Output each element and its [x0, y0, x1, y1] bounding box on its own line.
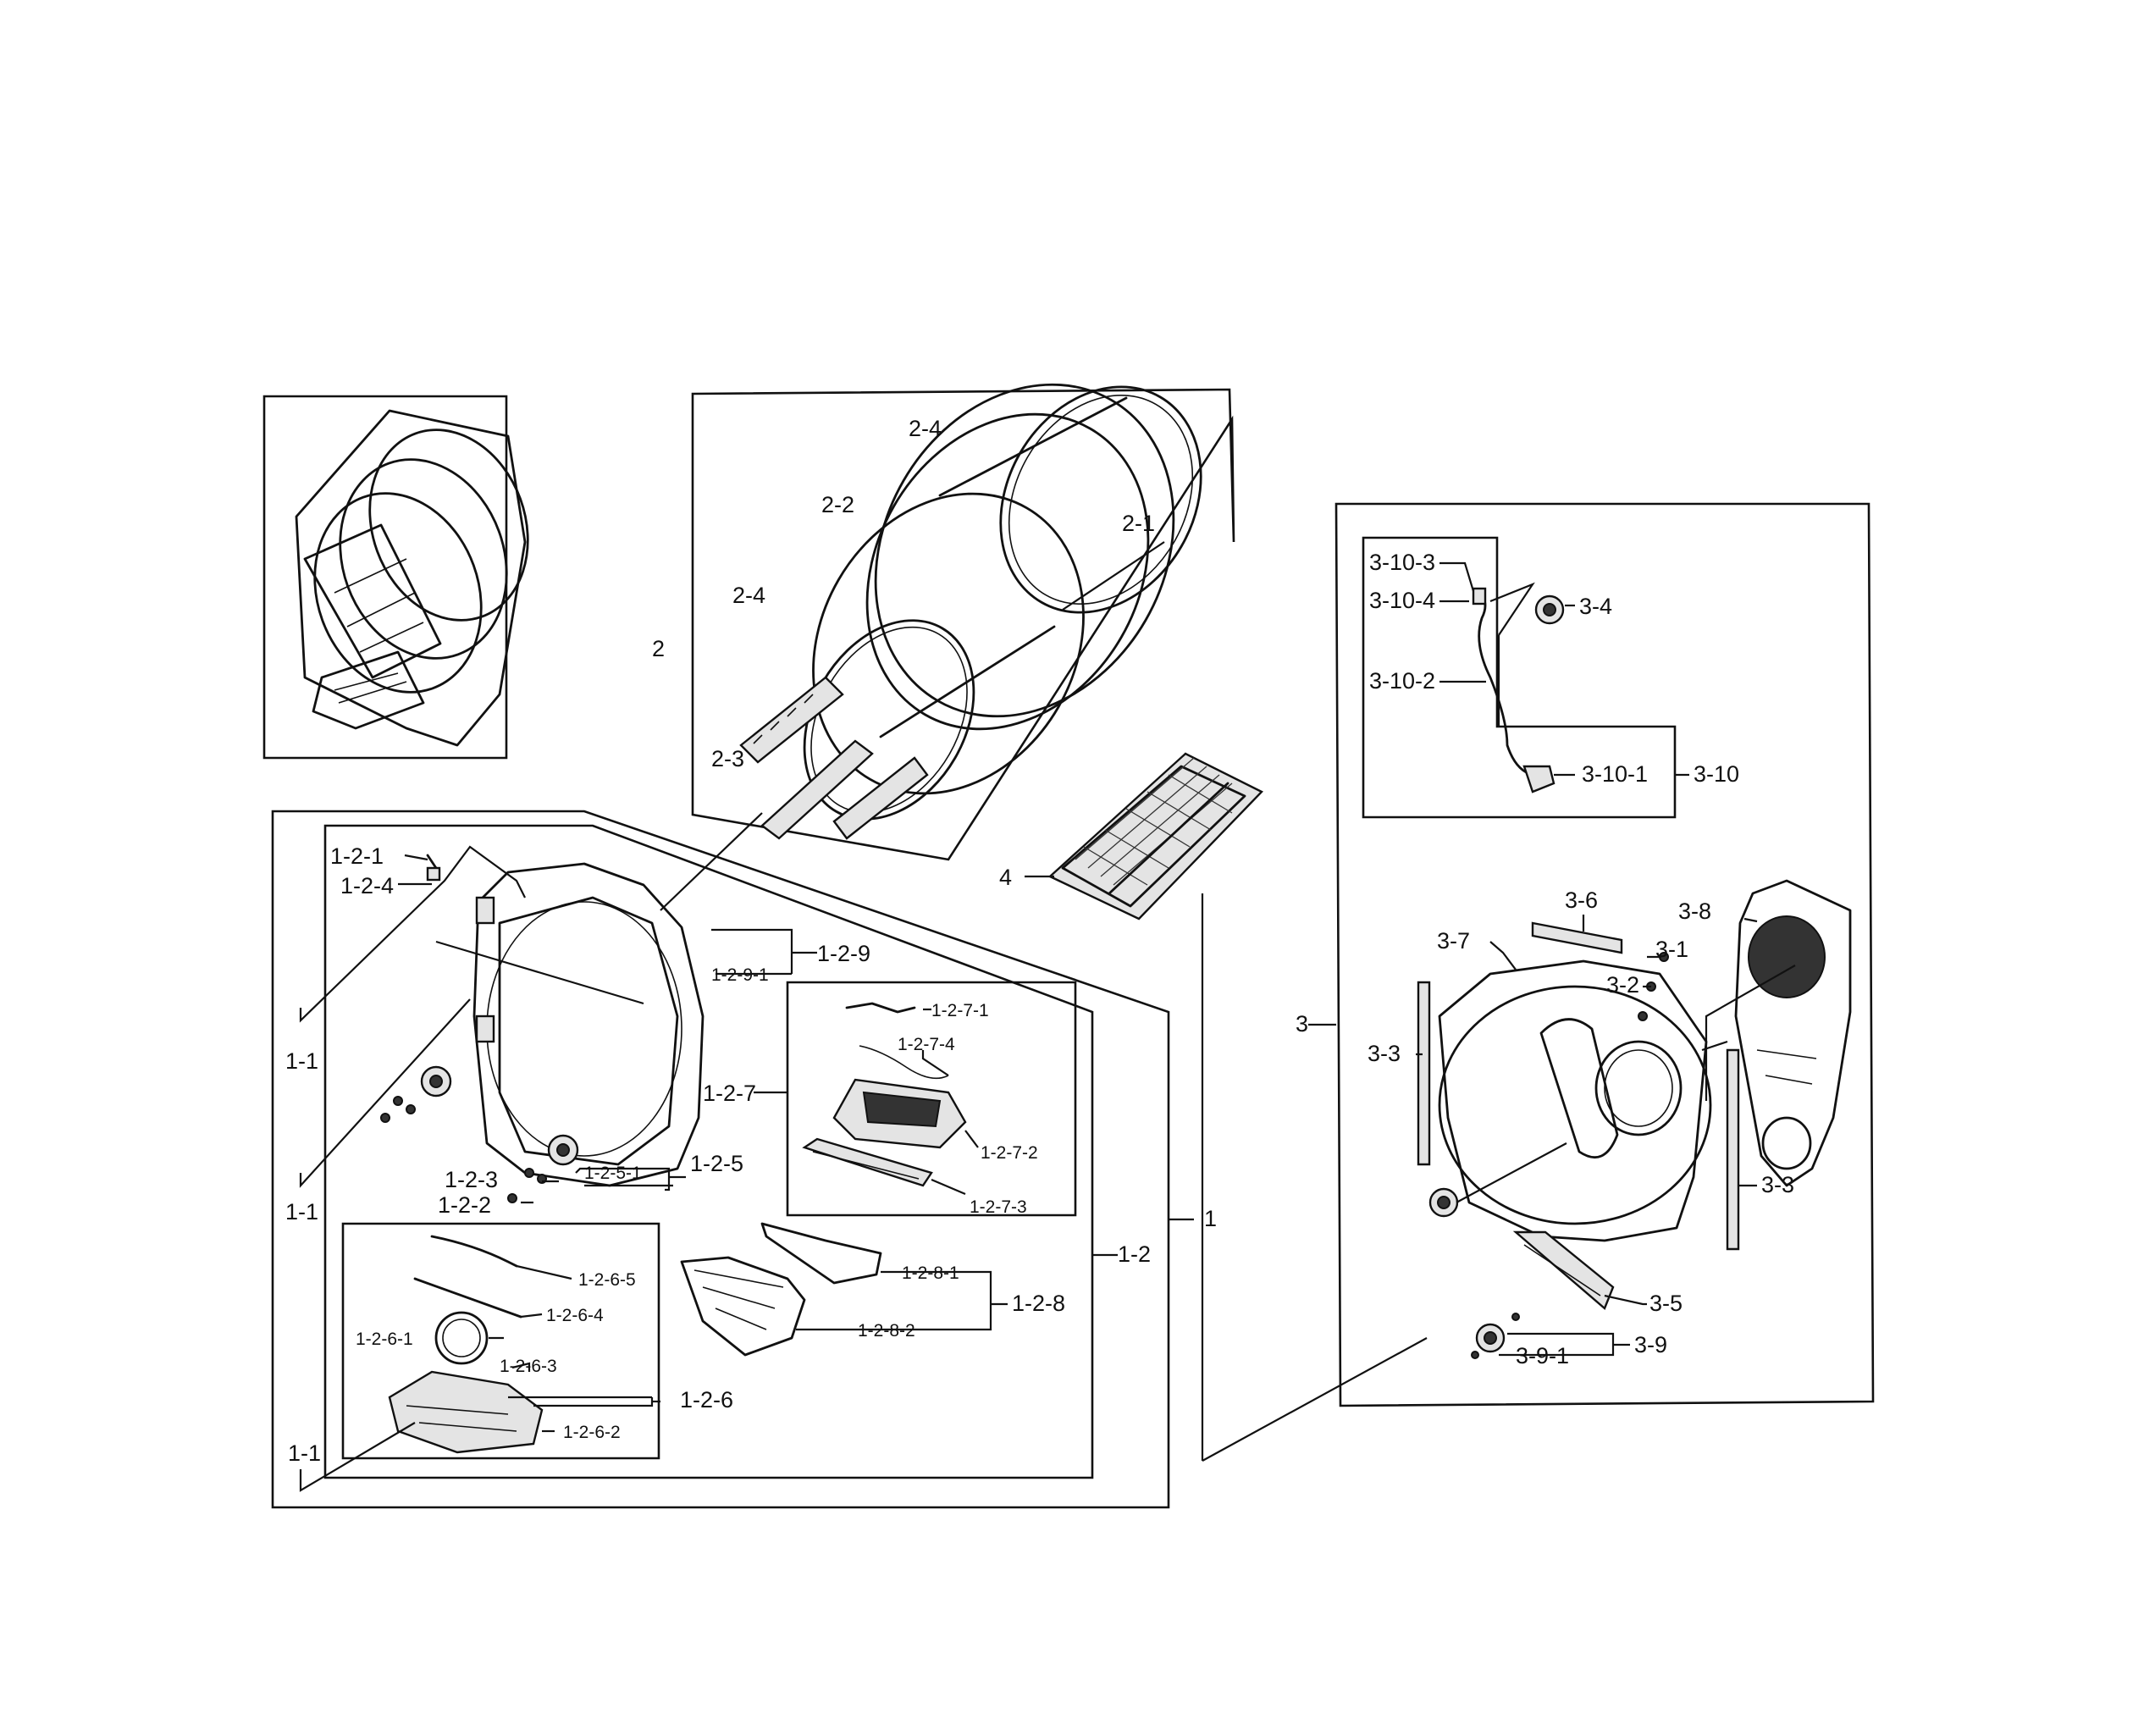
label-1-2-5-1: 1-2-5-1 [584, 1164, 642, 1183]
label-1-1-c: 1-1 [288, 1440, 321, 1466]
label-3-8: 3-8 [1678, 898, 1711, 924]
drum-body [812, 383, 1175, 795]
drum-ring-2-4-top [999, 385, 1202, 614]
front-group-1 [271, 810, 1194, 1509]
lint-filter-1-2-8 [680, 1222, 882, 1357]
label-2-1: 2-1 [1122, 511, 1155, 536]
label-3-1: 3-1 [1655, 937, 1688, 962]
front-panel-1-2-9 [435, 862, 705, 1187]
sensor-1-2-1 [426, 854, 441, 882]
leader-lines-group-1 [299, 845, 1008, 1492]
label-1-2-7-1: 1-2-7-1 [931, 1001, 989, 1020]
label-1-2-4: 1-2-4 [340, 873, 394, 898]
overview-assembly-drawing [295, 409, 529, 747]
rear-duct-3-8 [1734, 879, 1852, 1187]
label-1-2-6-2: 1-2-6-2 [563, 1423, 621, 1442]
label-1-2-6-1: 1-2-6-1 [356, 1330, 413, 1349]
label-2-3: 2-3 [711, 746, 744, 771]
drum-group-2 [691, 383, 1235, 861]
label-3-10-1: 3-10-1 [1582, 761, 1648, 787]
label-1-2-9: 1-2-9 [817, 941, 870, 966]
label-1-2-8-2: 1-2-8-2 [858, 1321, 915, 1341]
label-1-2-7: 1-2-7 [703, 1081, 756, 1106]
label-3-3-right: 3-3 [1761, 1172, 1794, 1197]
rear-group-3 [1308, 502, 1875, 1407]
label-3-10-2: 3-10-2 [1369, 668, 1435, 694]
label-3-9-1: 3-9-1 [1516, 1343, 1569, 1368]
drum-lifter-2-3 [739, 676, 929, 840]
label-3-2: 3-2 [1606, 972, 1639, 998]
label-3-4: 3-4 [1579, 594, 1612, 619]
label-1: 1 [1204, 1206, 1217, 1231]
label-3-10: 3-10 [1694, 761, 1739, 787]
label-1-2-6: 1-2-6 [680, 1387, 733, 1413]
part-labels: 2-4 2-2 2-1 2-4 2 2-3 4 1-2-1 1-2-4 1-2-… [285, 416, 1794, 1466]
door-seal-parts-1-2-6 [388, 1235, 544, 1454]
overview-inset [262, 395, 529, 760]
label-1-1-a: 1-1 [285, 1048, 318, 1074]
label-3-9: 3-9 [1634, 1332, 1667, 1357]
label-1-1-b: 1-1 [285, 1199, 318, 1225]
rear-panel-3-7 [1438, 959, 1712, 1242]
label-3-7: 3-7 [1437, 928, 1470, 954]
label-3-10-4: 3-10-4 [1369, 588, 1435, 613]
label-1-2-7-4: 1-2-7-4 [898, 1035, 955, 1054]
filter-housing-4 [1047, 752, 1263, 921]
label-1-2-8: 1-2-8 [1012, 1291, 1065, 1316]
label-2: 2 [652, 636, 665, 661]
label-3-10-3: 3-10-3 [1369, 550, 1435, 575]
label-1-2-2: 1-2-2 [438, 1192, 491, 1218]
label-1-2-5: 1-2-5 [690, 1151, 743, 1176]
label-2-2: 2-2 [821, 492, 854, 517]
leader-lines-group-3 [1416, 561, 1796, 1357]
label-1-2-1: 1-2-1 [330, 843, 384, 869]
label-1-2-6-3: 1-2-6-3 [500, 1357, 557, 1376]
label-3-3-left: 3-3 [1368, 1041, 1401, 1066]
label-1-2-6-4: 1-2-6-4 [546, 1306, 604, 1325]
label-4: 4 [999, 865, 1012, 890]
label-2-4-top: 2-4 [909, 416, 942, 441]
label-1-2-3: 1-2-3 [445, 1167, 498, 1192]
label-1-2-8-1: 1-2-8-1 [902, 1263, 959, 1283]
label-1-2: 1-2 [1118, 1241, 1151, 1267]
label-1-2-9-1: 1-2-9-1 [711, 965, 769, 985]
door-hinge-parts-1-2-5 [380, 1065, 579, 1203]
label-2-4-front: 2-4 [732, 583, 765, 608]
label-3-5: 3-5 [1649, 1291, 1683, 1316]
sensor-wire-3-10 [1472, 587, 1565, 793]
label-3-6: 3-6 [1565, 887, 1598, 913]
heater-duct-1-2-7 [802, 1002, 967, 1187]
label-1-2-6-5: 1-2-6-5 [578, 1270, 636, 1290]
label-1-2-7-3: 1-2-7-3 [970, 1197, 1027, 1217]
rear-brackets [1417, 921, 1740, 1359]
label-3: 3 [1296, 1011, 1308, 1037]
label-1-2-7-2: 1-2-7-2 [981, 1143, 1038, 1163]
